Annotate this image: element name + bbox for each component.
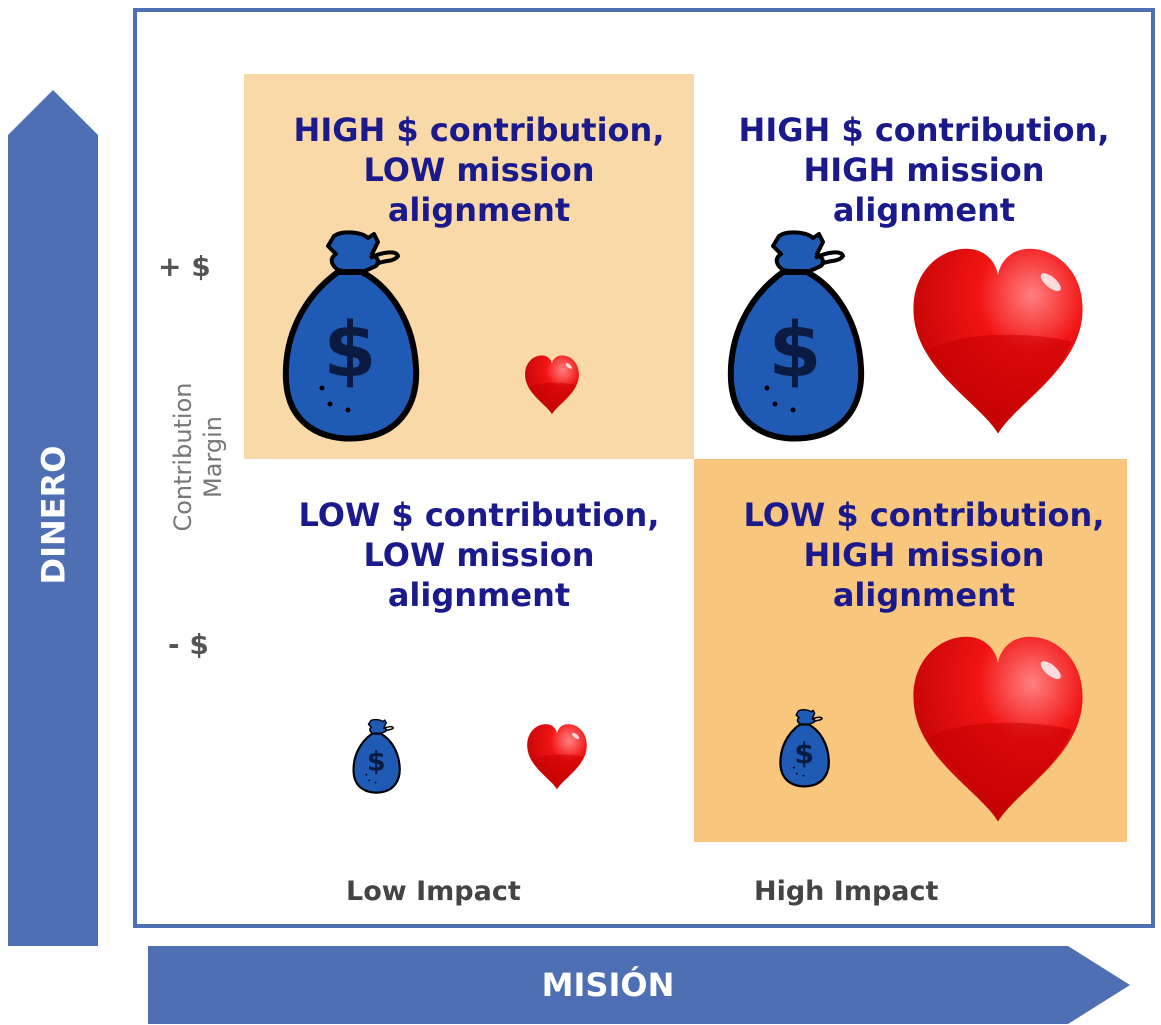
money-bag-icon [352, 718, 402, 796]
y-top-label: + $ [158, 250, 211, 283]
dinero-arrow [8, 90, 98, 946]
money-bag-icon [779, 708, 831, 790]
y-bottom-label: - $ [168, 628, 209, 661]
heart-icon [910, 628, 1086, 832]
mision-arrow [148, 946, 1130, 1024]
quadrant-bottom-right-title: LOW $ contribution, HIGH mission alignme… [743, 496, 1105, 614]
mision-label: MISIÓN [541, 966, 675, 1004]
y-axis-title: Contribution Margin [169, 382, 227, 532]
quadrant-bottom-left-title: LOW $ contribution, LOW mission alignmen… [298, 496, 660, 614]
heart-icon [910, 240, 1086, 444]
quadrant-top-left-title: HIGH $ contribution, LOW mission alignme… [293, 111, 665, 229]
heart-icon [524, 352, 580, 418]
x-right-label: High Impact [754, 876, 939, 907]
dinero-label: DINERO [34, 445, 73, 585]
money-bag-icon [282, 228, 422, 448]
money-bag-icon [727, 228, 867, 448]
heart-icon [526, 722, 588, 792]
matrix-frame [133, 8, 1155, 928]
quadrant-top-right-title: HIGH $ contribution, HIGH mission alignm… [738, 111, 1110, 229]
quadrant-bottom-left [244, 459, 694, 842]
x-left-label: Low Impact [346, 876, 521, 907]
